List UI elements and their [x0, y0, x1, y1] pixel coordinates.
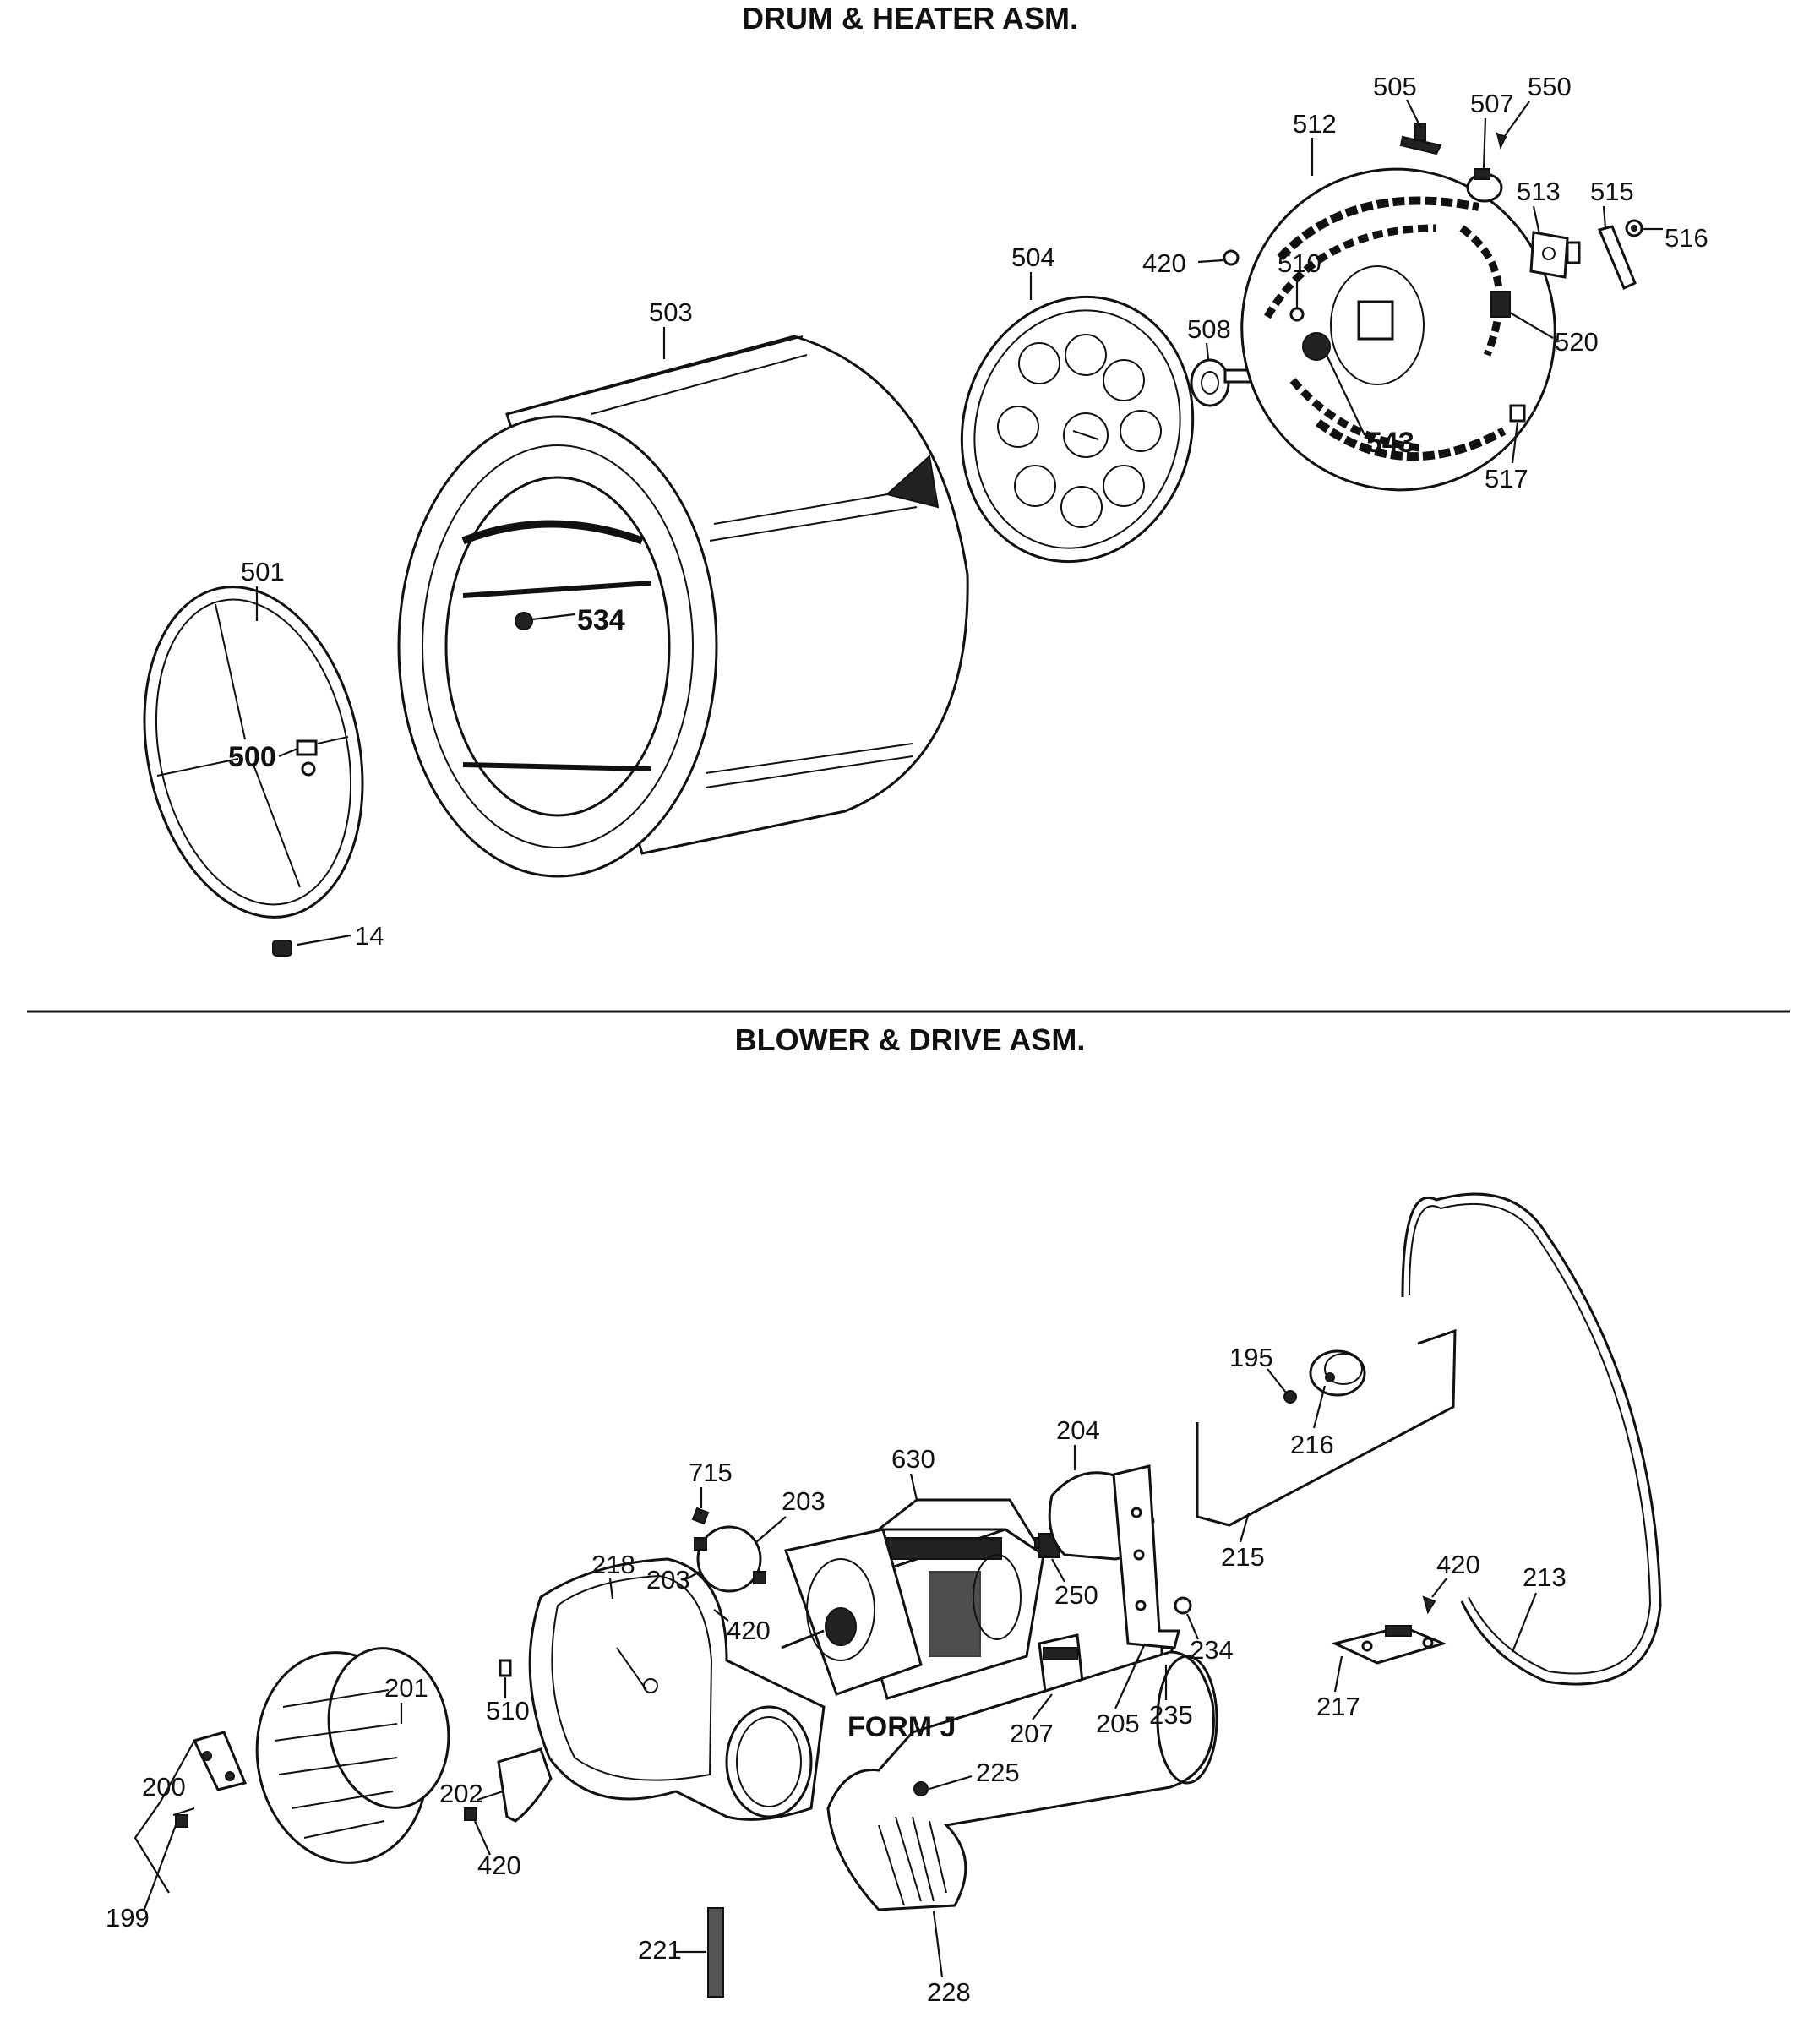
- label-234: 234: [1190, 1635, 1234, 1665]
- motor: [781, 1498, 1068, 1700]
- label-213: 213: [1523, 1562, 1567, 1592]
- label-507: 507: [1470, 89, 1514, 118]
- screw-199: [175, 1814, 188, 1828]
- label-500: 500: [228, 741, 276, 773]
- label-207: 207: [1010, 1719, 1054, 1748]
- rear-bearing: [1190, 358, 1254, 407]
- nut-234: [1174, 1596, 1192, 1615]
- label-201: 201: [384, 1673, 428, 1703]
- idler-pulley: [1309, 1349, 1366, 1397]
- nut-516: [1625, 219, 1643, 237]
- label-228: 228: [927, 1977, 971, 2007]
- label-715: 715: [689, 1458, 733, 1487]
- label-630: 630: [891, 1444, 935, 1474]
- drum-heater-title: DRUM & HEATER ASM.: [742, 1, 1078, 35]
- front-seal-ring: [143, 586, 364, 919]
- heater-housing: [1240, 167, 1556, 492]
- screw-14: [272, 940, 292, 957]
- label-513: 513: [1517, 177, 1561, 206]
- clip-195: [1283, 1390, 1297, 1404]
- label-225: 225: [976, 1758, 1020, 1787]
- screw-225: [913, 1781, 929, 1796]
- motor-clamp: [694, 1525, 766, 1593]
- plate-513: [1529, 231, 1581, 279]
- label-204: 204: [1056, 1415, 1100, 1445]
- label-199: 199: [106, 1903, 150, 1933]
- label-205: 205: [1096, 1709, 1140, 1738]
- idler-bracket: [1331, 1625, 1447, 1665]
- label-505: 505: [1373, 72, 1417, 101]
- label-14: 14: [355, 921, 384, 951]
- label-form-j: FORM J: [847, 1711, 956, 1743]
- drum-rear-panel: [960, 295, 1195, 564]
- label-504: 504: [1011, 243, 1055, 272]
- label-550: 550: [1528, 72, 1572, 101]
- blower-drive-title: BLOWER & DRIVE ASM.: [735, 1022, 1086, 1057]
- label-543: 543: [1366, 427, 1414, 459]
- screw-550: [1496, 132, 1507, 150]
- screw-420-idler: [1422, 1595, 1436, 1615]
- drum-cylinder: [397, 335, 969, 878]
- wheel-bracket: [192, 1731, 248, 1791]
- label-510-top: 510: [1278, 248, 1321, 278]
- label-235: 235: [1149, 1700, 1193, 1730]
- label-534: 534: [577, 604, 625, 636]
- label-517: 517: [1485, 464, 1528, 493]
- label-203-upper: 203: [782, 1486, 826, 1516]
- clip-517: [1509, 404, 1526, 422]
- label-217: 217: [1316, 1692, 1360, 1721]
- label-250: 250: [1054, 1580, 1098, 1610]
- label-216: 216: [1290, 1430, 1334, 1459]
- label-520: 520: [1555, 327, 1599, 357]
- label-218: 218: [591, 1550, 635, 1579]
- label-420-idler: 420: [1436, 1550, 1480, 1579]
- label-215: 215: [1221, 1542, 1265, 1572]
- thermostat-507: [1466, 168, 1503, 203]
- label-221: 221: [638, 1935, 682, 1965]
- label-503: 503: [649, 297, 693, 327]
- blower-housing: [528, 1557, 826, 1821]
- label-508: 508: [1187, 314, 1231, 344]
- label-420-baffle: 420: [477, 1851, 521, 1880]
- label-501: 501: [241, 557, 285, 586]
- screw-715: [691, 1507, 710, 1525]
- label-202: 202: [439, 1779, 483, 1808]
- exhaust-duct: [826, 1650, 1218, 1911]
- label-515: 515: [1590, 177, 1634, 206]
- bracket-515: [1597, 225, 1637, 291]
- label-420-top: 420: [1142, 248, 1186, 278]
- label-420-motor: 420: [727, 1616, 771, 1645]
- label-516: 516: [1665, 223, 1708, 253]
- blower-wheel: [255, 1647, 450, 1864]
- label-195: 195: [1229, 1343, 1273, 1372]
- drive-belt: [1401, 1192, 1662, 1686]
- label-203-lower: 203: [646, 1565, 690, 1595]
- idler-arm: [1196, 1328, 1457, 1527]
- thermostat-505: [1399, 123, 1442, 155]
- screw-420-baffle: [464, 1807, 477, 1821]
- motor-mount: [1112, 1464, 1180, 1649]
- screw-510-blower: [499, 1659, 512, 1677]
- label-512: 512: [1293, 109, 1337, 139]
- screw-420-top: [1223, 249, 1240, 266]
- blower-baffle: [497, 1747, 553, 1823]
- felt-strip: [707, 1907, 724, 1998]
- label-510-blower: 510: [486, 1696, 530, 1725]
